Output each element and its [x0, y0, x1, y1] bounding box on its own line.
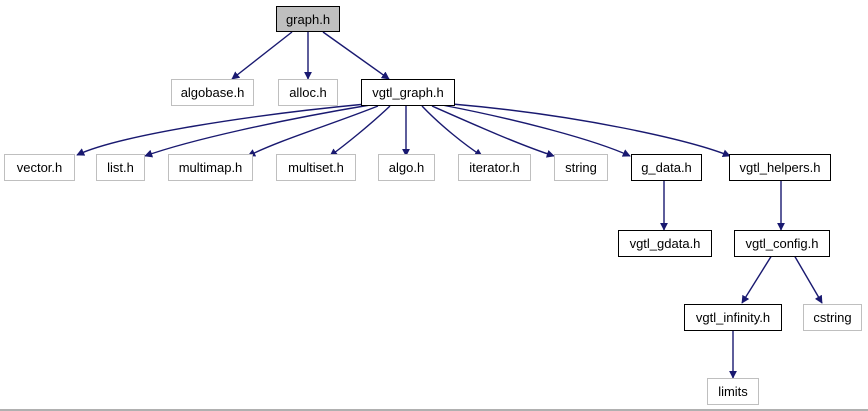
- node-limits[interactable]: limits: [707, 378, 759, 405]
- node-alloc-h[interactable]: alloc.h: [278, 79, 338, 106]
- node-vgtl-gdata-h[interactable]: vgtl_gdata.h: [618, 230, 712, 257]
- edge-vgtl-graph-to-vgtl-helpers: [451, 103, 731, 158]
- node-vgtl-infinity-h[interactable]: vgtl_infinity.h: [684, 304, 782, 331]
- node-list-h[interactable]: list.h: [96, 154, 145, 181]
- edge-vgtl-config-to-vgtl-infinity: [741, 254, 773, 304]
- node-iterator-h[interactable]: iterator.h: [458, 154, 531, 181]
- node-string[interactable]: string: [554, 154, 608, 181]
- node-vgtl-config-h[interactable]: vgtl_config.h: [734, 230, 830, 257]
- bottom-divider: [0, 409, 868, 411]
- node-graph-h[interactable]: graph.h: [276, 6, 340, 32]
- node-multiset-h[interactable]: multiset.h: [276, 154, 356, 181]
- edge-graph-to-vgtl-graph: [322, 31, 390, 80]
- node-multimap-h[interactable]: multimap.h: [168, 154, 253, 181]
- node-vgtl-graph-h[interactable]: vgtl_graph.h: [361, 79, 455, 106]
- node-vector-h[interactable]: vector.h: [4, 154, 75, 181]
- node-algobase-h[interactable]: algobase.h: [171, 79, 254, 106]
- node-cstring[interactable]: cstring: [803, 304, 862, 331]
- edge-vgtl-config-to-cstring: [793, 254, 823, 304]
- edge-vgtl-graph-to-string: [431, 105, 555, 158]
- edge-vgtl-graph-to-list: [144, 104, 371, 158]
- node-vgtl-helpers-h[interactable]: vgtl_helpers.h: [729, 154, 831, 181]
- edge-vgtl-graph-to-iterator: [421, 105, 483, 157]
- edge-vgtl-graph-to-g-data: [441, 104, 631, 157]
- edge-graph-to-algobase: [231, 31, 293, 80]
- edge-vgtl-graph-to-multiset: [329, 105, 391, 157]
- node-algo-h[interactable]: algo.h: [378, 154, 435, 181]
- edge-vgtl-graph-to-multimap: [247, 105, 379, 157]
- node-g-data-h[interactable]: g_data.h: [631, 154, 702, 181]
- edge-vgtl-graph-to-vector: [76, 103, 367, 156]
